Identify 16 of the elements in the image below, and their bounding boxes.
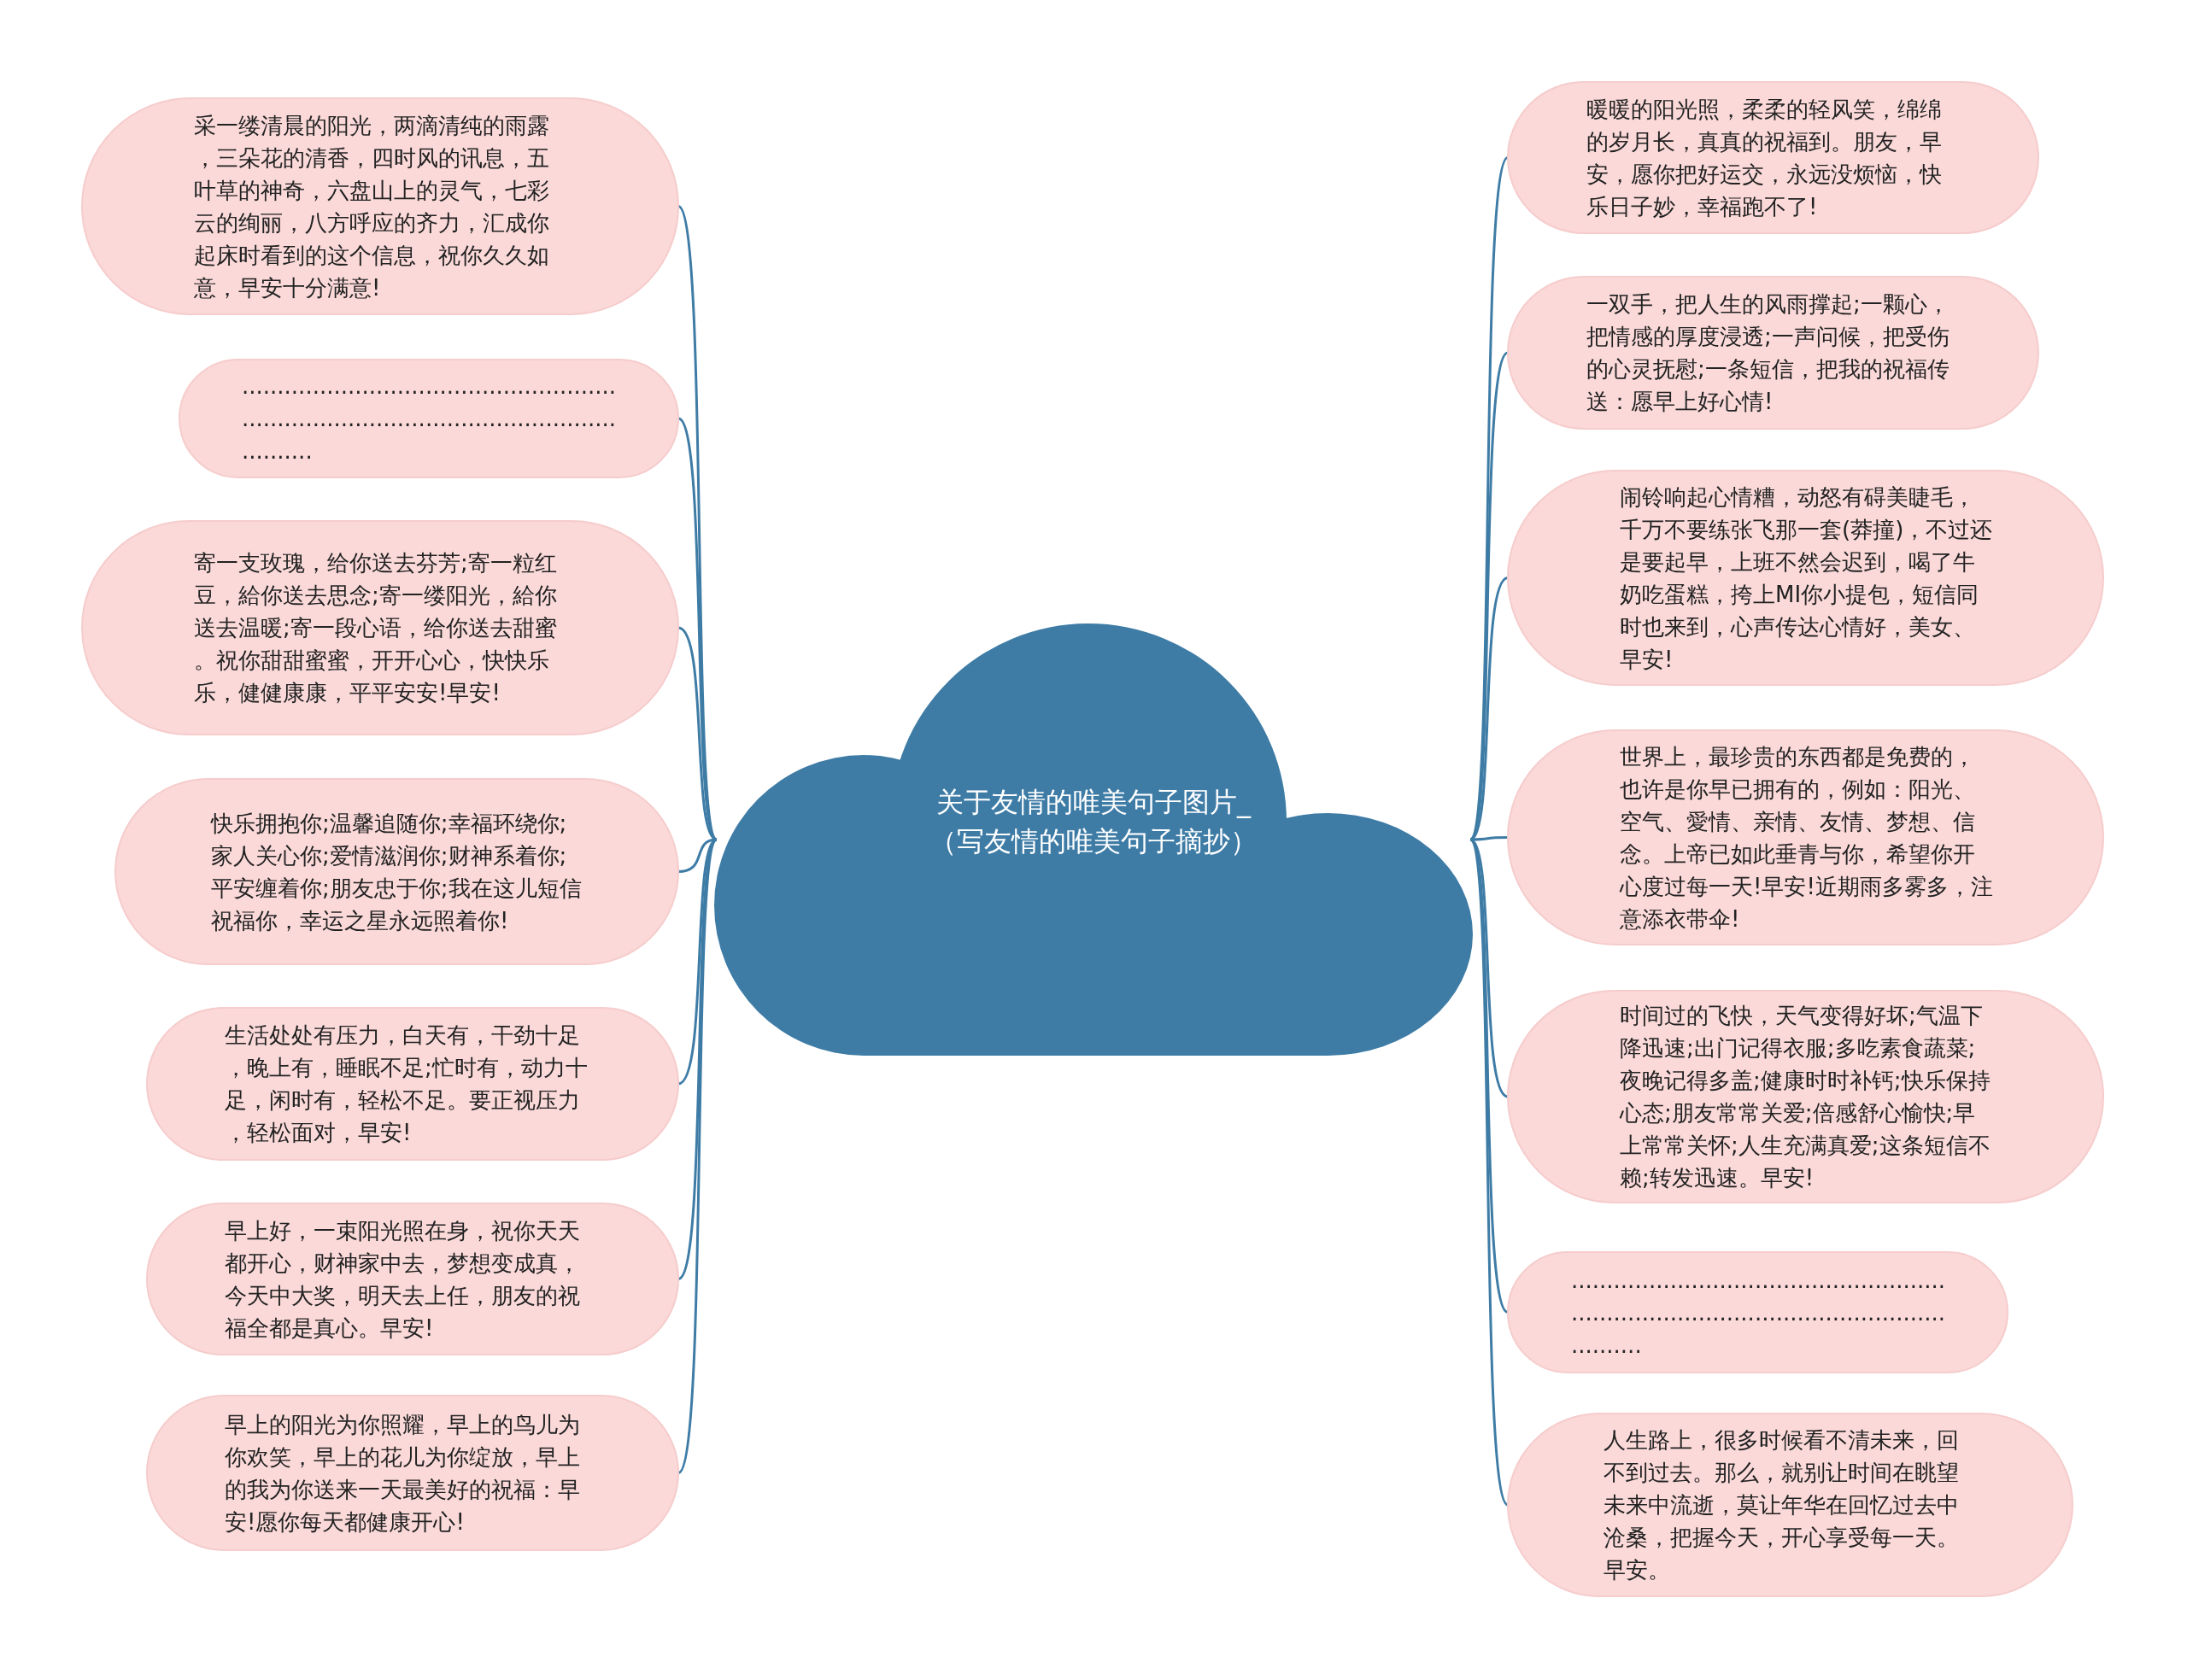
bubble-text: 早上好，一束阳光照在身，祝你天天都开心，财神家中去，梦想变成真，今天中大奖，明天去上任，朋友的祝福全都是真心。早安! [225, 1216, 581, 1343]
cloud-shape [714, 623, 1473, 1056]
bubble-text: 早上的阳光为你照耀，早上的鸟儿为你欢笑，早上的花儿为你绽放，早上的我为你送来一天最美好的祝福：早安!愿你每天都健康开心! [225, 1410, 581, 1537]
bubble-text: 快乐拥抱你;温馨追随你;幸福环绕你;家人关心你;爱情滋润你;财神系着你;平安缠着你;朋友忠于你;我在这儿短信祝福你，幸运之星永远照着你! [211, 809, 583, 935]
bubble-text: 生活处处有压力，白天有，干劲十足，晚上有，睡眠不足;忙时有，动力十足，闲时有，轻松不足。要正视压力，轻松面对，早安! [225, 1021, 589, 1147]
bubble-text: 世界上，最珍贵的东西都是免费的，也许是你早已拥有的，例如：阳光、空气、愛情、亲情、友情、梦想、信念。上帝已如此垂青与你，希望你开心度过每一天!早安!近期雨多雾多，注意添衣带伞! [1620, 742, 1994, 934]
bubble-text: 一双手，把人生的风雨撑起;一颗心，把情感的厚度浸透;一声问候，把受伤的心灵抚慰;一条短信，把我的祝福传送：愿早上好心情! [1586, 290, 1950, 416]
bubble-text: .................................................................................................................... [1571, 1266, 1947, 1360]
bubble-text: 人生路上，很多时候看不清未来，回不到过去。那么，就别让时间在眺望未来中流逝，莫让年华在回忆过去中沧桑，把握今天，开心享受每一天。早安。 [1604, 1426, 1960, 1584]
bubble-text: 采一缕清晨的阳光，两滴清纯的雨露，三朵花的清香，四时风的讯息，五叶草的神奇，六盘山上的灵气，七彩云的绚丽，八方呼应的齐力，汇成你起床时看到的这个信息，祝你久久如意，早安十分满意! [194, 111, 550, 302]
bubble-text: .................................................................................................................... [242, 372, 618, 465]
bubble-text: 时间过的飞快，天气变得好坏;气温下降迅速;出门记得衣服;多吃素食蔬菜;夜晚记得多盖;健康时时补钙;快乐保持心态;朋友常常关爱;倍感舒心愉快;早上常常关怀;人生充满真爱;这条短信不赖;转发迅速。早安! [1620, 1002, 1991, 1192]
bubble-text: 暖暖的阳光照，柔柔的轻风笑，绵绵的岁月长，真真的祝福到。朋友，早安，愿你把好运交，永远没烦恼，快乐日子妙，幸福跑不了! [1586, 95, 1943, 221]
bubble-text: 寄一支玫瑰，给你送去芬芳;寄一粒红豆，給你送去思念;寄一缕阳光，給你送去温暖;寄一段心语，给你送去甜蜜。祝你甜甜蜜蜜，开开心心，快快乐乐，健健康康，平平安安!早安! [194, 549, 558, 707]
bubble-text: 闹铃响起心情糟，动怒有碍美睫毛，千万不要练张飞那一套(莽撞)，不过还是要起早，上班不然会迟到，喝了牛奶吃蛋糕，挎上MI你小提包，短信同时也来到，心声传达心情好，美女、早安! [1620, 483, 1994, 674]
title-text: 关于友情的唯美句子图片_（写友情的唯美句子摘抄） [929, 785, 1258, 859]
